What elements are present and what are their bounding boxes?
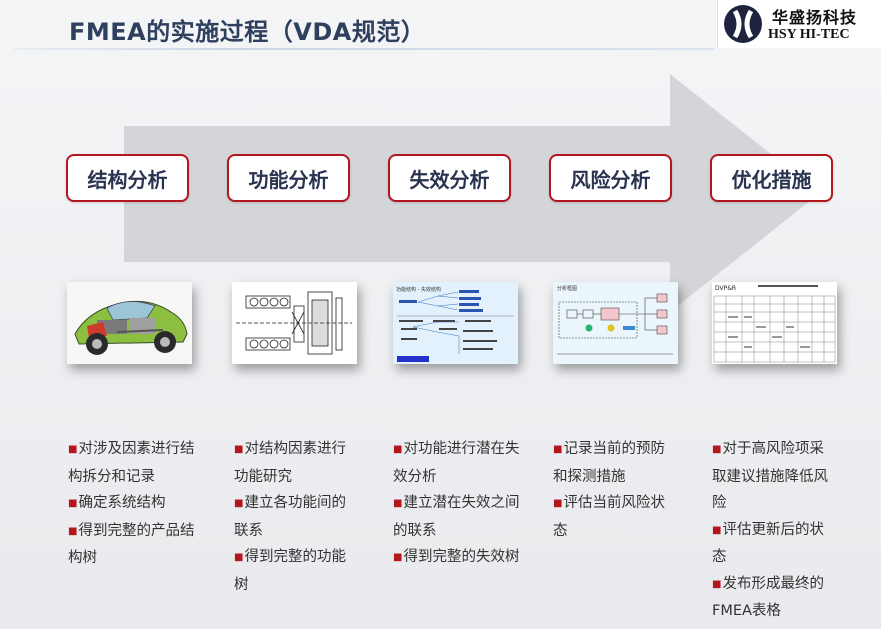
bullet-item: 评估更新后的状态 <box>712 517 832 571</box>
failure-analysis-bullets: 对功能进行潜在失效分析 建立潜在失效之间的联系 得到完整的失效树 <box>393 436 528 572</box>
car-cutaway-image <box>67 282 192 364</box>
mechanical-drawing-icon <box>232 282 357 364</box>
bullet-item: 记录当前的预防和探测措施 <box>553 436 673 490</box>
step-label: 优化措施 <box>731 167 812 192</box>
analysis-diagram-caption: 分析框图 <box>557 285 577 292</box>
bullet-item: 确定系统结构 <box>68 490 198 518</box>
structure-analysis-bullets: 对涉及因素进行结构拆分和记录 确定系统结构 得到完整的产品结构树 <box>68 436 198 572</box>
bullet-item: 建立各功能间的联系 <box>234 490 354 544</box>
bullet-item: 对于高风险项采取建议措施降低风险 <box>712 436 832 517</box>
step-label: 结构分析 <box>87 167 168 192</box>
dvp-table-caption: DVP&R <box>715 285 736 292</box>
step-label: 失效分析 <box>409 167 490 192</box>
title-underline <box>14 48 714 50</box>
bullet-item: 评估当前风险状态 <box>553 490 673 544</box>
step-optimization: 优化措施 <box>710 154 833 202</box>
table-document-icon: DVP&R <box>712 282 837 364</box>
bullet-item: 发布形成最终的FMEA表格 <box>712 571 832 625</box>
bullet-item: 对功能进行潜在失效分析 <box>393 436 528 490</box>
logo-english-name: HSY HI-TEC <box>768 27 850 42</box>
optimization-bullets: 对于高风险项采取建议措施降低风险 评估更新后的状态 发布形成最终的FMEA表格 <box>712 436 832 625</box>
dvp-table-image: DVP&R <box>712 282 837 364</box>
function-analysis-bullets: 对结构因素进行功能研究 建立各功能间的联系 得到完整的功能树 <box>234 436 354 598</box>
bullet-item: 建立潜在失效之间的联系 <box>393 490 528 544</box>
logo-chinese-name: 华盛扬科技 <box>772 8 858 27</box>
failure-diagram-caption: 功能结构 - 失效结构 <box>396 286 441 293</box>
company-logo: 华盛扬科技 HSY HI-TEC <box>717 0 881 48</box>
tree-diagram-icon: 功能结构 - 失效结构 <box>393 282 518 364</box>
bullet-item: 得到完整的产品结构树 <box>68 518 198 572</box>
bullet-item: 得到完整的功能树 <box>234 544 354 598</box>
mechanical-drawing-image <box>232 282 357 364</box>
step-label: 功能分析 <box>248 167 329 192</box>
risk-analysis-bullets: 记录当前的预防和探测措施 评估当前风险状态 <box>553 436 673 544</box>
bullet-item: 得到完整的失效树 <box>393 544 528 572</box>
car-icon <box>67 282 192 364</box>
bullet-item: 对结构因素进行功能研究 <box>234 436 354 490</box>
page-title: FMEA的实施过程（VDA规范） <box>69 18 426 46</box>
step-structure-analysis: 结构分析 <box>66 154 189 202</box>
step-failure-analysis: 失效分析 <box>388 154 511 202</box>
step-risk-analysis: 风险分析 <box>549 154 672 202</box>
failure-structure-diagram-image: 功能结构 - 失效结构 <box>393 282 518 364</box>
step-label: 风险分析 <box>570 167 651 192</box>
hsy-logo-icon <box>724 5 762 43</box>
analysis-flow-diagram-image: 分析框图 <box>553 282 678 364</box>
step-function-analysis: 功能分析 <box>227 154 350 202</box>
flow-diagram-icon: 分析框图 <box>553 282 678 364</box>
bullet-item: 对涉及因素进行结构拆分和记录 <box>68 436 198 490</box>
